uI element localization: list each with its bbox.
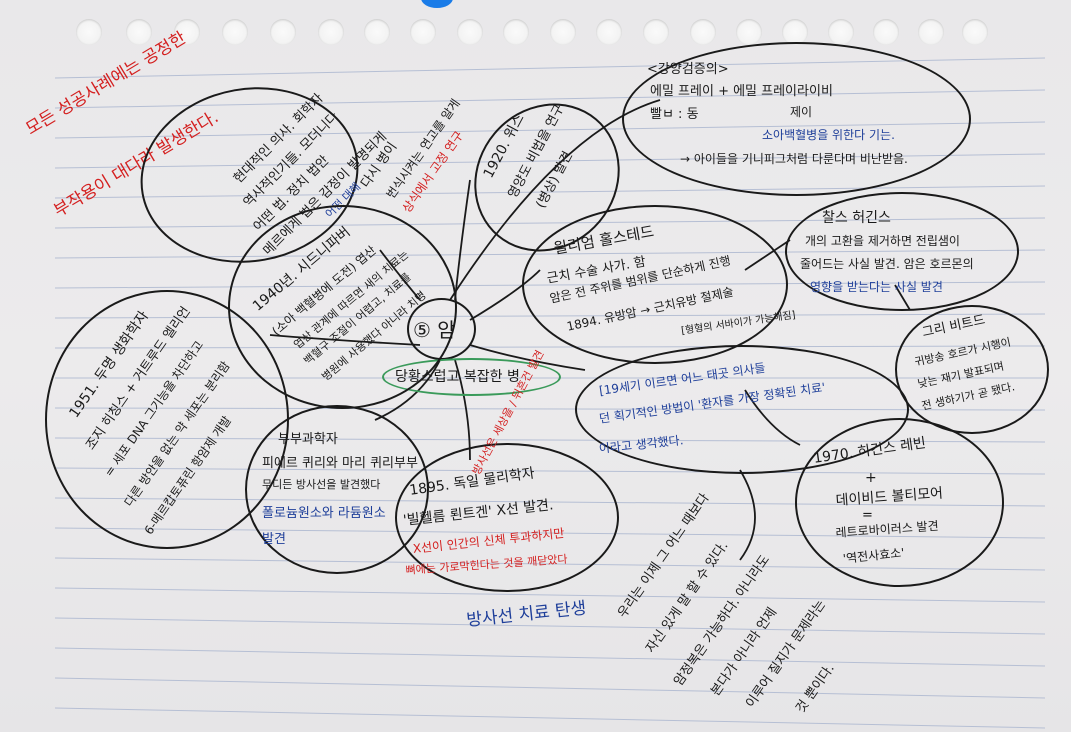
top-right-l4: 제이 (790, 105, 813, 119)
punch-hole (643, 19, 669, 45)
punch-hole (318, 19, 344, 45)
punch-hole (550, 19, 576, 45)
right-top-l3: 줄어드는 사실 발견. 암은 호르몬의 (800, 257, 974, 271)
punch-hole (457, 19, 483, 45)
top-right-l5: 소아백혈병을 위한다 기는. (762, 128, 895, 142)
punch-hole (736, 19, 762, 45)
curie-l5: 발견 (262, 532, 286, 547)
punch-hole (174, 19, 200, 45)
punch-hole (690, 19, 716, 45)
bubble-right-top (785, 192, 1019, 311)
punch-hole (503, 19, 529, 45)
blue-dot-indicator (421, 0, 453, 8)
top-right-l6: → 아이들을 기니피그처럼 다룬다며 비난받음. (680, 152, 908, 166)
top-right-l3: 빨ㅂ : 동 (650, 107, 699, 122)
punch-hole (873, 19, 899, 45)
right-top-l2: 개의 고환을 제거하면 전립샘이 (805, 234, 960, 248)
right-top-l4: 영향을 받는다는 사실 발견 (810, 280, 943, 294)
bubble-right-low (795, 418, 1004, 587)
punch-hole (76, 19, 102, 45)
punch-hole (596, 19, 622, 45)
punch-hole (364, 19, 390, 45)
punch-hole (782, 19, 808, 45)
top-right-l1: <강양검증의> (647, 62, 729, 77)
bubble-top-right (622, 42, 971, 196)
bubble-roentgen (395, 443, 619, 592)
punch-hole (222, 19, 248, 45)
punch-hole (962, 19, 988, 45)
curie-l1: 부부과학자 (278, 432, 338, 447)
punch-hole (828, 19, 854, 45)
bubble-1900 (575, 345, 909, 474)
right-low-l4: = (862, 508, 873, 523)
curie-l2: 피에르 퀴리와 마리 퀴리부부 (262, 456, 418, 471)
curie-l3: 무디든 방사선을 발견했다 (262, 478, 381, 491)
right-top-l1: 찰스 허긴스 (822, 210, 891, 226)
curie-l4: 폴로늄원소와 라듐원소 (262, 506, 386, 521)
punch-hole (410, 19, 436, 45)
bubble-right-mid (895, 305, 1049, 434)
top-right-l2: 에밀 프레이 + 에밀 프레이라이비 (650, 84, 833, 99)
punch-hole (270, 19, 296, 45)
punch-hole (918, 19, 944, 45)
right-low-l2: + (865, 470, 877, 486)
punch-hole (126, 19, 152, 45)
